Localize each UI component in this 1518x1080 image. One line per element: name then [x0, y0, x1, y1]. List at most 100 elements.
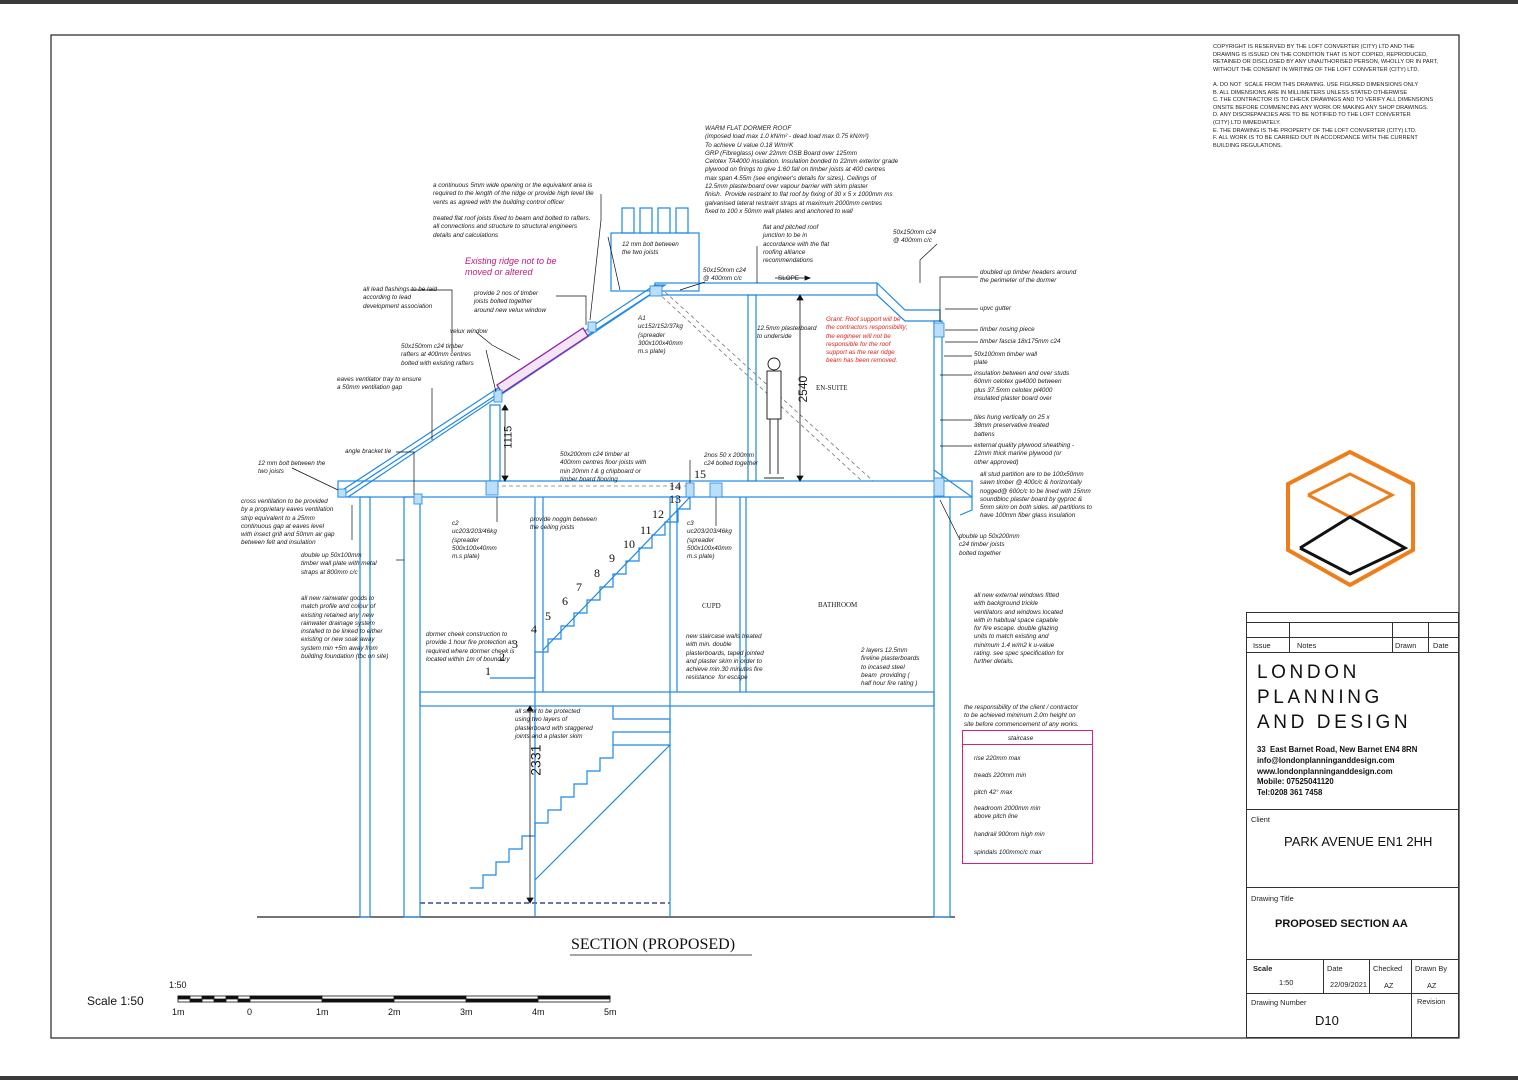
note-double-up: double up 50x100mm timber wall plate wit…	[301, 552, 377, 576]
note-rainwater: all new rainwater goods to match profile…	[301, 595, 389, 661]
velux-window	[496, 327, 589, 394]
chimney-pot-1	[621, 207, 635, 234]
note-c24-right: 50x150mm c24 @ 400mm c/c	[893, 229, 937, 245]
roof-left-slope	[337, 284, 667, 498]
note-junction: flat and pitched roof junction to be in …	[763, 224, 830, 265]
stud-left	[489, 404, 501, 482]
scale-label: Scale 1:50	[87, 994, 144, 1008]
note-noggin: provide noggin between the ceiling joist…	[530, 516, 597, 532]
note-nosing: timber nosing piece	[980, 326, 1035, 333]
note-two-nos: provide 2 nos of timber joists bolted to…	[474, 290, 547, 314]
right-wall	[933, 496, 951, 918]
note-velux: velux window	[450, 328, 488, 335]
tb-title: PROPOSED SECTION AA	[1275, 918, 1408, 930]
note-a1: A1 uc152/152/37kg (spreader 300x100x40mm…	[638, 315, 683, 356]
note-angle-bracket: angle bracket tie	[345, 448, 392, 455]
tb-notes-label: Notes	[1297, 641, 1317, 650]
top-edge	[0, 0, 1518, 4]
tb-drawnby-label: Drawn By	[1415, 964, 1448, 973]
stair-step-number: 12	[652, 507, 664, 521]
tb-number-label: Drawing Number	[1251, 998, 1307, 1007]
note-windows: all new external windows fitted with bac…	[974, 592, 1064, 666]
note-c24-mid: 50x150mm c24 @ 400mm c/c	[703, 267, 747, 283]
scale-tick-label: 1m	[172, 1007, 185, 1017]
tb-date-label-2: Date	[1327, 964, 1343, 973]
tb-scale-label: Scale	[1253, 964, 1273, 973]
company-name: LONDON PLANNING AND DESIGN	[1257, 662, 1412, 733]
note-dormer-cheek: dormer cheek construction to provide 1 h…	[426, 631, 515, 663]
stair-step-number: 15	[694, 467, 706, 481]
eaves-right	[933, 469, 973, 516]
stair-step-number: 13	[669, 492, 681, 506]
left-inner-wall	[403, 496, 421, 918]
tb-client: PARK AVENUE EN1 2HH	[1284, 834, 1433, 849]
tb-date-label: Date	[1433, 641, 1449, 650]
note-lead-flash: all lead flashings to be laid according …	[363, 286, 437, 310]
note-dormer-roof: WARM FLAT DORMER ROOF (imposed load max …	[705, 125, 899, 215]
chimney-pot-3	[657, 207, 671, 234]
tb-checked: AZ	[1384, 981, 1394, 990]
first-floor	[419, 691, 935, 707]
title-block: Issue Notes Drawn Date LONDON PLANNING A…	[1246, 612, 1459, 1038]
note-double-up-right: double up 50x200mm c24 timber joists bol…	[959, 533, 1020, 557]
stair-step-number: 10	[623, 537, 635, 551]
chimney-pot-4	[675, 207, 689, 234]
bottom-edge	[0, 1076, 1518, 1080]
note-vent-opening: a continuous 5mm wide opening or the equ…	[433, 182, 594, 206]
stair-step-number: 2	[499, 650, 505, 664]
company-contact: 33 East Barnet Road, New Barnet EN4 8RN …	[1257, 745, 1418, 798]
note-existing-ridge: Existing ridge not to be moved or altere…	[465, 256, 557, 277]
staircase-title: staircase	[1008, 735, 1034, 742]
note-dbl-headers: doubled up timber headers around the per…	[980, 269, 1077, 285]
note-floor-joists: 50x200mm c24 timber at 400mm centres flo…	[560, 451, 647, 483]
stair-step-number: 11	[640, 523, 652, 537]
tb-drawn-label: Drawn	[1395, 641, 1417, 650]
scale-tick-label: 4m	[532, 1007, 545, 1017]
note-rafters: 50x150mm c24 timber rafters at 400mm cen…	[401, 343, 474, 367]
tb-checked-label: Checked	[1373, 964, 1403, 973]
tb-drawnby: AZ	[1427, 981, 1437, 990]
drawing-frame	[50, 34, 1460, 1039]
staircase-item: treads 220mm min	[974, 772, 1027, 779]
copyright-notes: COPYRIGHT IS RESERVED BY THE LOFT CONVER…	[1213, 44, 1438, 149]
stair-step-number: 3	[512, 637, 518, 651]
scale-ratio: 1:50	[169, 980, 187, 990]
note-bolt-left: 12 mm bolt between the two joists	[258, 460, 326, 476]
staircase-item: headroom 2000mm min above pitch line	[974, 805, 1041, 821]
loft-floor	[337, 480, 973, 498]
note-eaves-vent: eaves ventilator tray to ensure a 50mm v…	[337, 376, 422, 392]
note-bolt-top: 12 mm bolt between the two joists	[622, 241, 679, 257]
stair-step-number: 9	[609, 551, 615, 565]
dimensions	[501, 275, 812, 904]
stair-step-number: 7	[576, 580, 582, 594]
stair-step-number: 14	[669, 479, 681, 493]
stair-lower-stringer	[534, 744, 671, 881]
staircase-item: handrail 900mm high min	[974, 831, 1045, 838]
tb-client-label: Client	[1251, 815, 1270, 824]
scale-tick-label: 5m	[604, 1007, 617, 1017]
scale-tick-label: 2m	[388, 1007, 401, 1017]
scale-tick-label: 1m	[316, 1007, 329, 1017]
tb-number: D10	[1315, 1013, 1339, 1028]
dim-2540: 2540	[796, 375, 811, 403]
scale-bar	[177, 995, 611, 1003]
note-fascia: timber fascia 18x175mm c24	[980, 338, 1061, 345]
tb-title-label: Drawing Title	[1251, 894, 1294, 903]
note-tiles: tiles hung vertically on 25 x 38mm prese…	[974, 414, 1050, 438]
note-c2: c2 uc203/203/46kg (spreader 500x100x40mm…	[452, 520, 497, 561]
stair-step-number: 8	[594, 566, 600, 580]
chimney-pot-2	[639, 207, 653, 234]
tb-revision-label: Revision	[1417, 997, 1446, 1006]
label-en-suite: EN-SUITE	[816, 384, 848, 392]
note-plywood: external quality plywood sheathing - 12m…	[974, 442, 1075, 466]
label-bathroom: BATHROOM	[818, 601, 858, 609]
note-cross-vent: cross ventilation to be provided by a pr…	[241, 498, 335, 547]
label-cupd: CUPD	[702, 602, 721, 610]
note-plasterboard: 12.5mm plasterboard to underside	[757, 325, 817, 341]
stud-mid	[747, 294, 757, 482]
staircase-item: rise 220mm max	[974, 755, 1021, 762]
stair-step-number: 6	[562, 594, 568, 608]
stair-step-number: 4	[531, 622, 537, 636]
stair-step-number: 1	[485, 664, 491, 678]
